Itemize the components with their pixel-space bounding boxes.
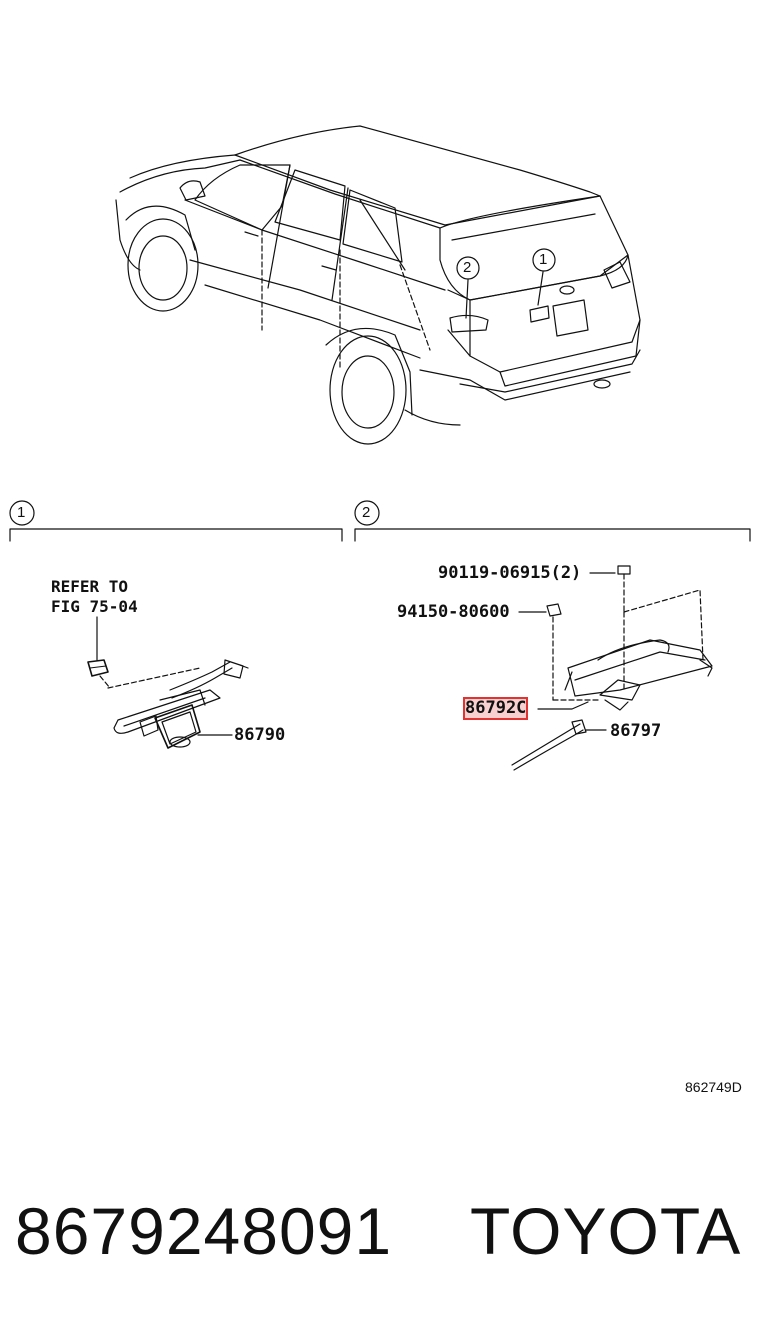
part-label-86797[interactable]: 86797 — [610, 721, 662, 741]
part-label-highlighted[interactable]: 86792C — [462, 697, 529, 720]
part-label-nut[interactable]: 94150-80600 — [397, 602, 510, 622]
car-marker-2: 2 — [463, 259, 472, 276]
refer-note-line1: REFER TO — [51, 577, 129, 596]
figure-code: 862749D — [685, 1079, 742, 1095]
part-label-86790[interactable]: 86790 — [234, 725, 286, 745]
section2-parts — [511, 565, 713, 771]
part-label-bolt[interactable]: 90119-06915(2) — [438, 563, 582, 583]
footer-brand: TOYOTA — [470, 1194, 742, 1268]
refer-note-line2: FIG 75-04 — [51, 597, 138, 616]
vehicle-illustration — [115, 125, 641, 445]
footer-part-number: 8679248091 — [15, 1194, 393, 1268]
car-marker-1: 1 — [539, 251, 548, 268]
section-marker-1: 1 — [17, 504, 26, 521]
section-marker-2: 2 — [362, 504, 371, 521]
section1-parts — [87, 616, 249, 749]
section-brackets — [9, 500, 751, 542]
